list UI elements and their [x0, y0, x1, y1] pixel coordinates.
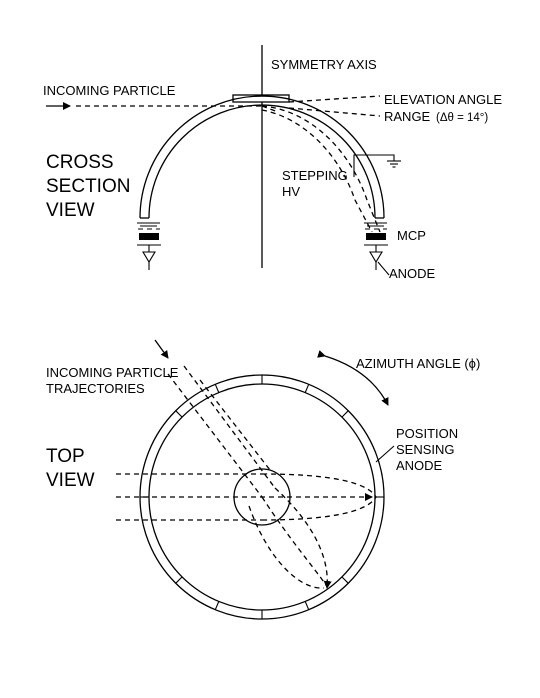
particle-path-outer [261, 105, 381, 233]
cross-section-view: SYMMETRY AXIS INCOMING PARTICLE ELEVATIO… [43, 45, 502, 281]
stepping-label: STEPPING [282, 168, 348, 183]
position-label-3: ANODE [396, 458, 443, 473]
trajectories-label-1: INCOMING PARTICLE [46, 365, 179, 380]
hv-label: HV [282, 184, 300, 199]
diagonal-trajectories [154, 339, 332, 589]
position-label-2: SENSING [396, 442, 455, 457]
azimuth-label: AZIMUTH ANGLE (ϕ) [356, 356, 480, 371]
inner-hemisphere [148, 104, 376, 219]
anode-leader [377, 261, 390, 276]
position-leader [375, 445, 395, 463]
cross-section-title-1: CROSS [46, 152, 114, 173]
horizontal-trajectories [116, 473, 377, 521]
mcp-label: MCP [397, 228, 426, 243]
ground-icon [387, 160, 401, 168]
incoming-particle-label: INCOMING PARTICLE [43, 83, 176, 98]
range-value-label: (Δθ = 14°) [436, 112, 488, 124]
right-detector [364, 222, 388, 270]
position-label-1: POSITION [396, 426, 458, 441]
hv-wire [353, 154, 395, 177]
anode-label: ANODE [389, 266, 436, 281]
trajectory-arrow [154, 339, 169, 359]
top-view-title-2: VIEW [46, 470, 95, 491]
particle-path-inner [261, 109, 373, 233]
symmetry-axis-label: SYMMETRY AXIS [271, 57, 377, 72]
elevation-upper-line [288, 95, 381, 103]
cross-section-title-2: SECTION [46, 176, 130, 197]
azimuth-arrow [317, 350, 389, 406]
elevation-angle-label: ELEVATION ANGLE [384, 92, 502, 107]
left-detector [137, 222, 161, 270]
cross-section-title-3: VIEW [46, 200, 95, 221]
top-view: INCOMING PARTICLE TRAJECTORIES AZIMUTH A… [46, 339, 480, 620]
outer-hemisphere [139, 95, 385, 219]
elevation-lower-line [288, 107, 381, 117]
range-label: RANGE [384, 109, 431, 124]
top-view-title-1: TOP [46, 446, 85, 467]
trajectories-label-2: TRAJECTORIES [46, 381, 145, 396]
